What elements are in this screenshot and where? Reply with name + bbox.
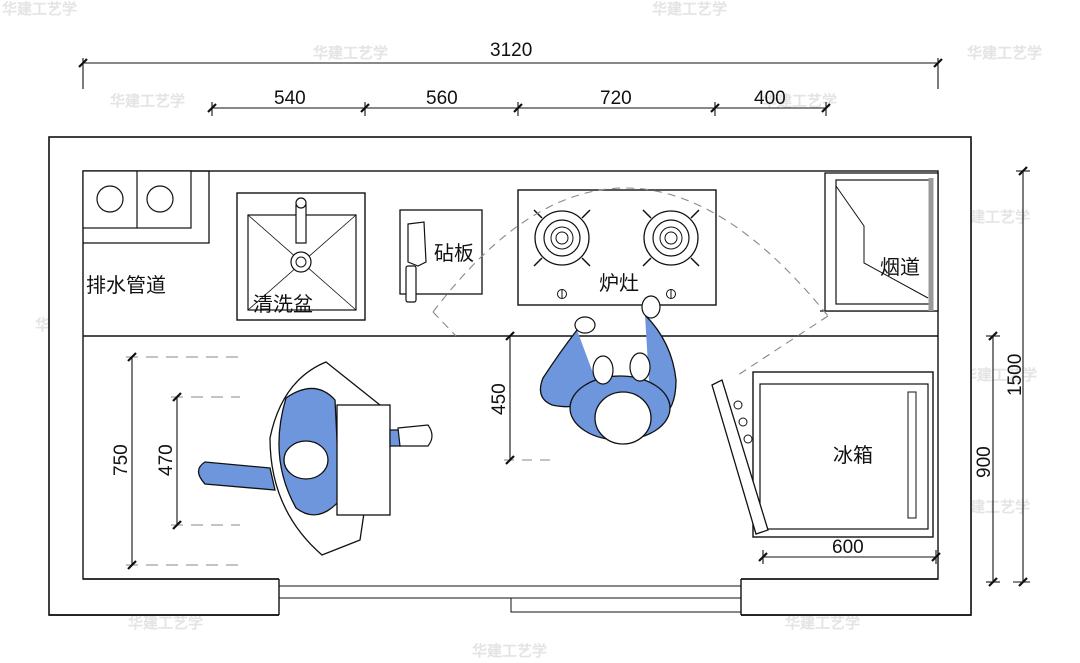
cleaver-icon [407,221,427,267]
knob-icon [666,289,676,299]
dim-600: 600 [832,537,864,558]
board-label: 砧板 [434,241,474,265]
fridge-label: 冰箱 [833,443,873,467]
dim-720: 720 [600,88,632,109]
watermark: 华建工艺学 [652,0,727,18]
fridge-door [711,379,769,535]
dim-400: 400 [754,88,786,109]
pipe-circle [96,185,124,213]
stove-label: 炉灶 [599,271,639,295]
watermark: 华建工艺学 [785,614,860,632]
door-opening [279,576,741,618]
watermark: 华建工艺学 [762,92,837,110]
reach-arc-edge [737,315,829,376]
dimension-ticks [78,58,1028,587]
dim-750: 750 [111,444,132,476]
sliding-door-panel [510,597,742,613]
fridge [711,371,934,538]
burner-icon [642,209,700,267]
person-working-icon [197,361,433,556]
watermark: 华建工艺学 [955,208,1030,226]
dim-540: 540 [274,88,306,109]
stove [517,189,717,306]
dim-overall-width: 3120 [490,40,532,61]
faucet-icon [295,204,307,244]
person-cooking-icon [539,295,677,445]
watermark: 华建工艺学 [967,44,1042,62]
watermark: 华建工艺学 [472,642,547,660]
dim-450: 450 [489,383,510,415]
burner-icon [533,209,591,267]
cutting-board [399,209,483,303]
flue-label: 烟道 [880,255,920,279]
dim-1500: 1500 [1005,354,1026,396]
drain-pipe [82,170,210,244]
dim-560: 560 [426,88,458,109]
watermark: 华建工艺学 [2,0,77,18]
pipe-circle [146,185,174,213]
watermark: 华建工艺学 [110,92,185,110]
dim-470: 470 [156,444,177,476]
reach-arc [432,187,829,317]
knob-icon [557,289,567,299]
sink [236,192,366,321]
watermark: 华建工艺学 [128,614,203,632]
flue [824,172,939,312]
watermark: 华建工艺学 [313,44,388,62]
drain-icon [290,251,312,273]
sink-label: 清洗盆 [253,292,313,316]
drain-label: 排水管道 [86,273,166,297]
door-frame [278,585,742,599]
dim-900: 900 [974,446,995,478]
watermark: 华建工艺学 [962,366,1037,384]
